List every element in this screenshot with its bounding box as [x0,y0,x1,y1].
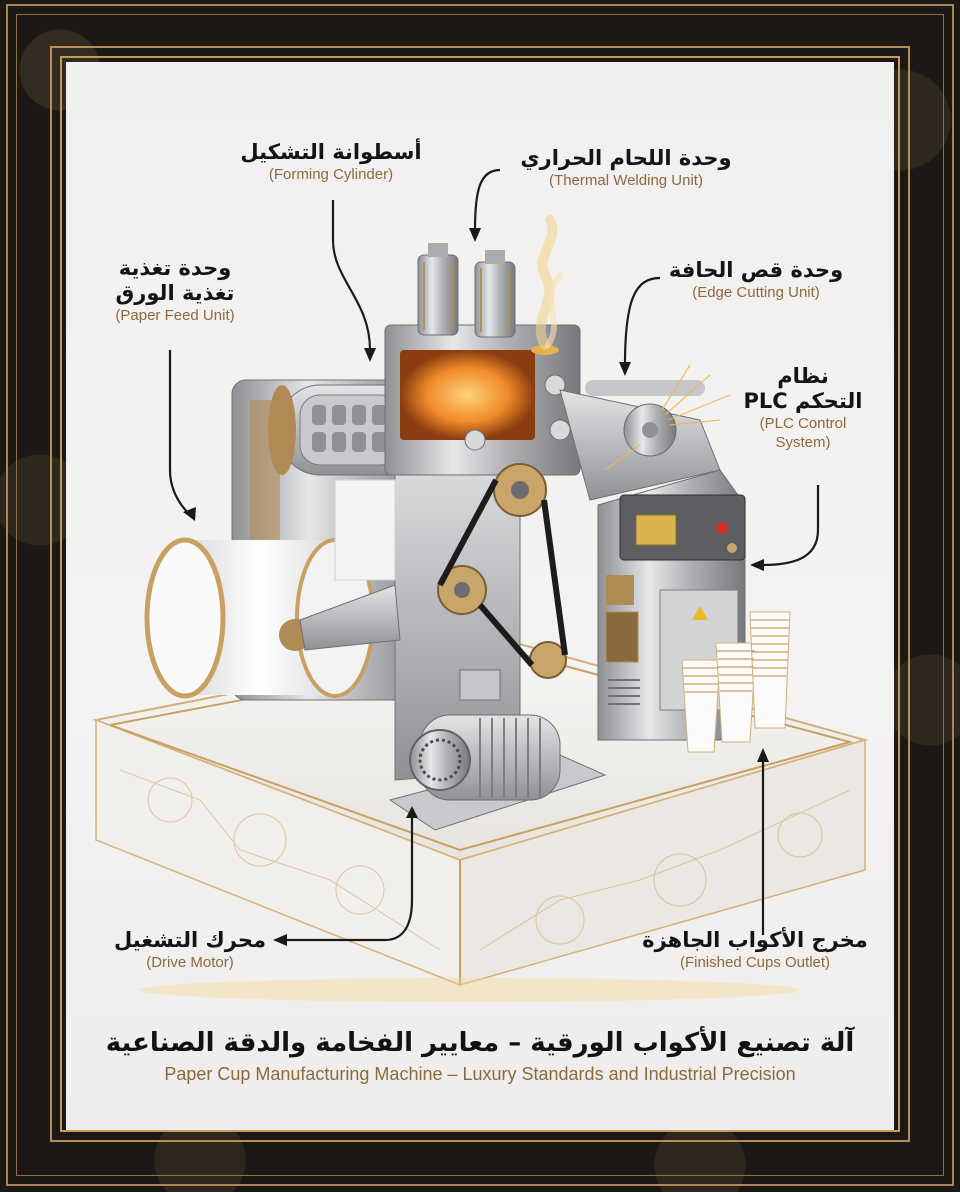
edge-cutting-part [559,364,731,501]
label-ar: وحدة اللحام الحراري [520,146,732,170]
arrow-plc [761,485,820,567]
arrow-edge-cut [623,276,661,366]
title-english: Paper Cup Manufacturing Machine – Luxury… [164,1064,796,1084]
label-ar-line1: وحدة تغذية [118,256,232,280]
machine-illustration [92,168,869,1002]
frame-gold-border-inner [16,14,944,1176]
label-en: (Forming Cylinder) [268,166,394,183]
label-ar: وحدة قص الحافة [668,258,844,282]
label-ar: أسطوانة التشكيل [240,140,422,164]
drive-motor-part [388,669,607,831]
label-paper-feed-unit: وحدة تغذية تغذية الورق (Paper Feed Unit) [80,256,270,325]
arrow-forming [331,200,372,351]
arrow-welding [473,168,501,231]
arrow-paper-feed [168,350,191,516]
label-en: (Drive Motor) [146,954,234,971]
mat-gold-border-inner [60,56,900,1132]
mat-gold-border-outer [50,46,910,1142]
poster-title: آلة تصنيع الأكواب الورقية – معايير الفخا… [66,1028,894,1085]
label-plc-control-system: نظام التحكم PLC (PLC Control System) [738,364,868,452]
label-finished-cups-outlet: مخرج الأكواب الجاهزة (Finished Cups Outl… [640,928,870,972]
label-en: (Paper Feed Unit) [115,307,235,324]
paper-roll [144,479,401,699]
poster-canvas: أسطوانة التشكيل (Forming Cylinder) وحدة … [66,62,894,1130]
title-arabic: آلة تصنيع الأكواب الورقية – معايير الفخا… [105,1028,855,1058]
callout-arrows [168,168,820,942]
label-ar-line1: نظام [777,364,829,388]
label-drive-motor: محرك التشغيل (Drive Motor) [100,928,280,972]
label-ar: مخرج الأكواب الجاهزة [642,928,868,952]
label-forming-cylinder: أسطوانة التشكيل (Forming Cylinder) [216,140,446,184]
label-edge-cutting-unit: وحدة قص الحافة (Edge Cutting Unit) [656,258,856,302]
frame-gold-border-outer [6,4,954,1186]
label-en-line2: System) [775,434,831,451]
label-en: (Thermal Welding Unit) [549,172,703,189]
label-ar: محرك التشغيل [114,928,266,952]
label-en-line1: (PLC Control [759,415,847,432]
label-ar-line2: التحكم PLC [743,389,863,413]
arrow-motor [285,815,414,942]
finished-cups-part [681,611,791,753]
label-ar-line2: تغذية الورق [115,281,235,305]
label-en: (Finished Cups Outlet) [679,954,831,971]
belt-drive [437,429,568,679]
thermal-welding-part [384,215,581,476]
label-thermal-welding-unit: وحدة اللحام الحراري (Thermal Welding Uni… [496,146,756,190]
label-en: (Edge Cutting Unit) [692,284,820,301]
